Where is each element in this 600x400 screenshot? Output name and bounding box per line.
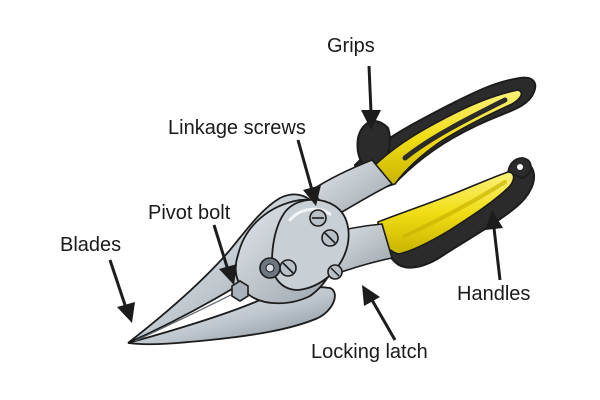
upper-grip-ridge	[402, 97, 508, 161]
lower-grip-ridge	[403, 180, 507, 238]
arrow-grips	[361, 65, 381, 130]
label-handles: Handles	[457, 283, 531, 305]
handle-hang-hole	[517, 164, 523, 170]
linkage-screw-lower	[279, 259, 297, 277]
linkage-screw-side	[327, 264, 343, 280]
linkage-screw-middle	[321, 229, 339, 247]
label-grips: Grips	[327, 35, 375, 57]
arrow-locking-latch	[362, 285, 397, 341]
label-blades: Blades	[60, 234, 122, 256]
arrow-blades	[108, 259, 135, 323]
label-pivot-bolt: Pivot bolt	[148, 202, 231, 224]
linkage-screw-upper	[309, 209, 327, 227]
pivot-bolt	[231, 257, 281, 302]
arrow-handles	[485, 210, 503, 281]
upper-handle-grip-yellow	[371, 89, 523, 186]
arrow-linkage-screws	[296, 139, 321, 206]
arrow-pivot-bolt	[212, 224, 237, 285]
label-locking-latch: Locking latch	[311, 341, 428, 363]
label-linkage-screws: Linkage screws	[168, 117, 306, 139]
linkage-plate-highlight	[288, 207, 332, 222]
